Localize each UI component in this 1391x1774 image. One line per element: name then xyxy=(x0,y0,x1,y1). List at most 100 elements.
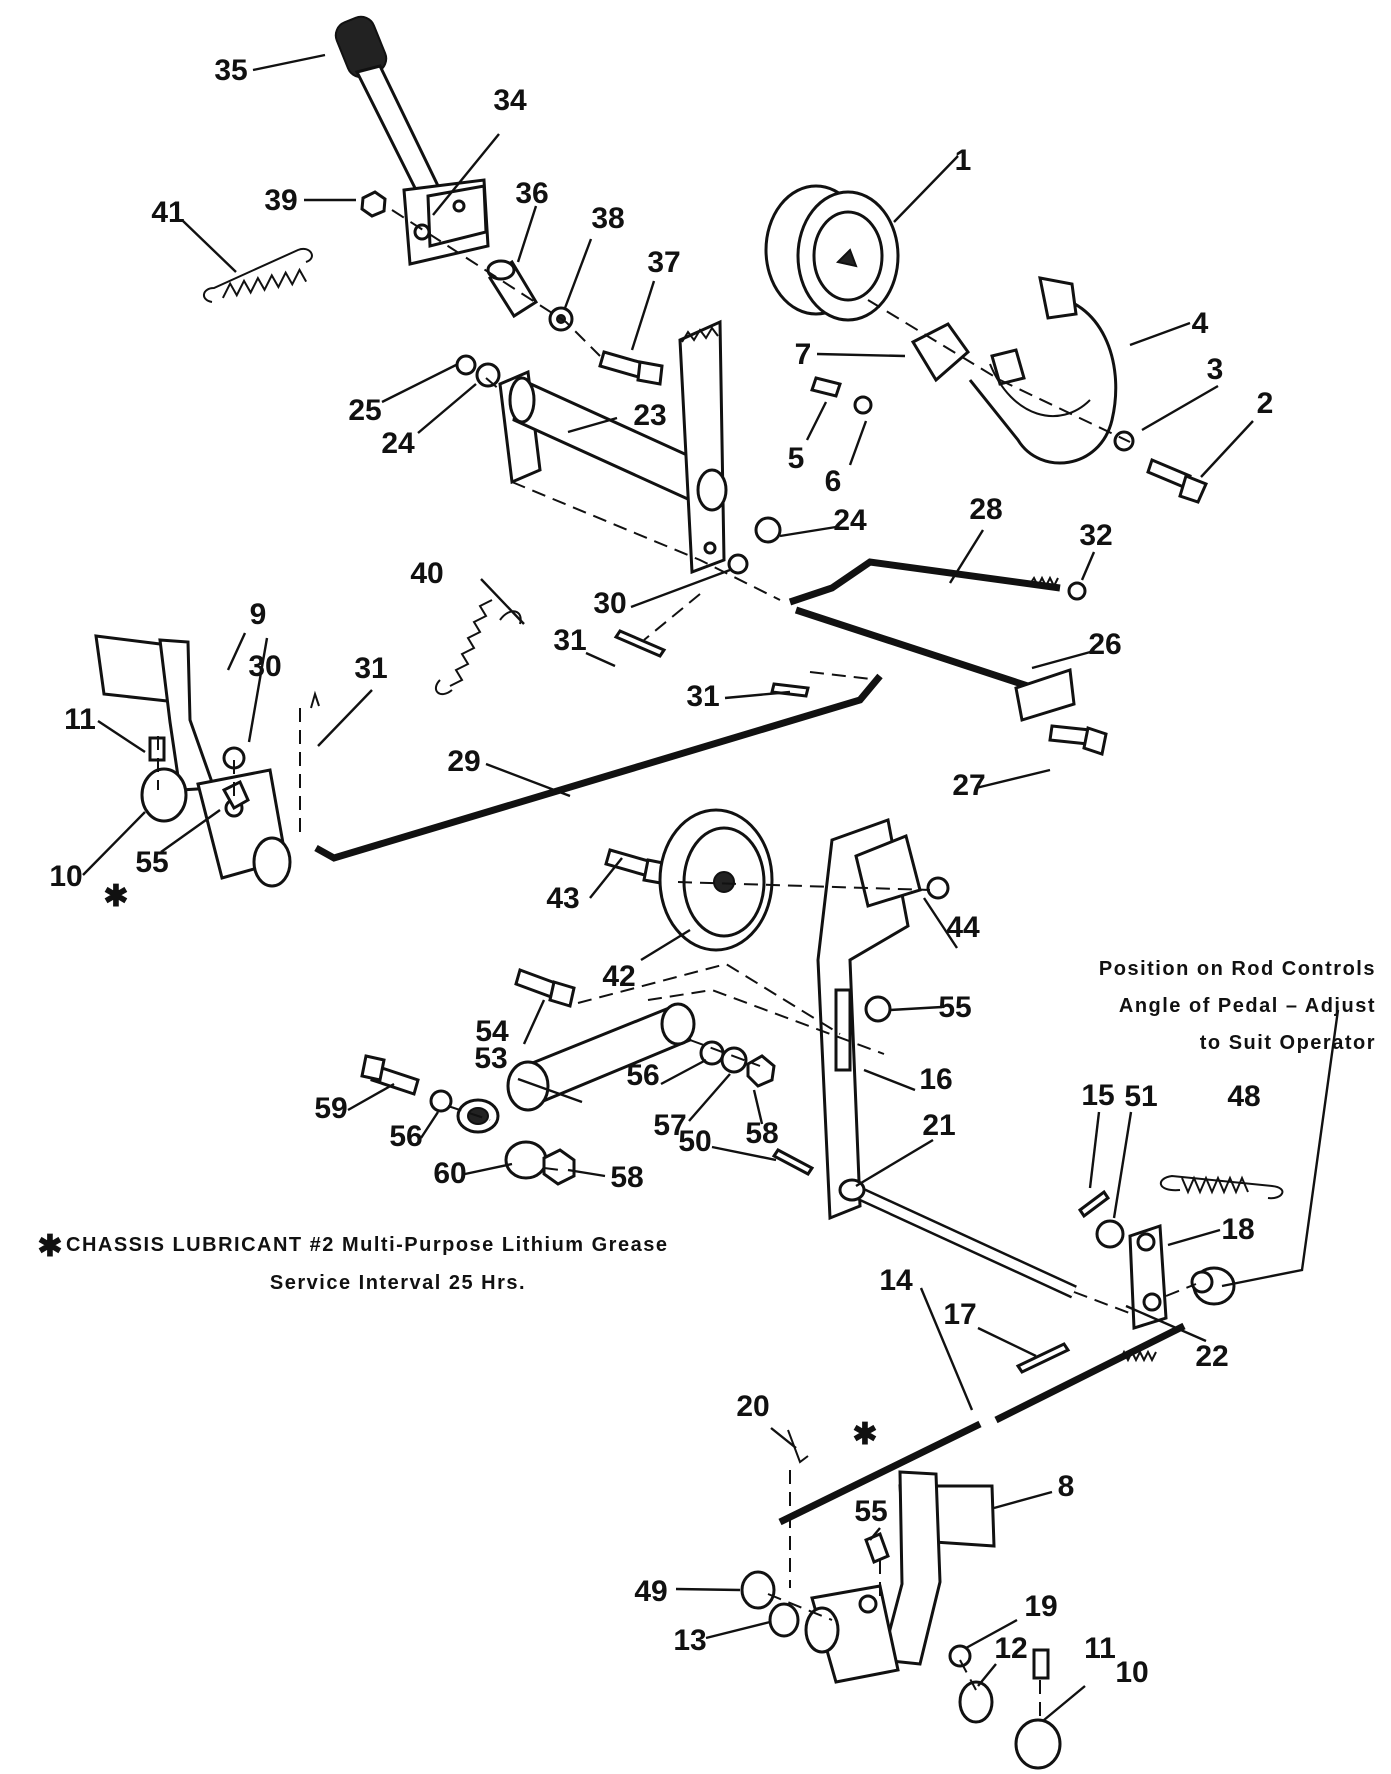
callout-1: 1 xyxy=(955,144,972,177)
callout-55-left: 55 xyxy=(135,846,168,879)
callout-41: 41 xyxy=(151,196,184,229)
centerline-shaft-21 xyxy=(1073,1283,1197,1315)
callout-12: 12 xyxy=(994,1632,1027,1665)
centerline-cross-shaft xyxy=(511,481,781,601)
nut-44 xyxy=(926,876,950,900)
callout-53: 53 xyxy=(474,1042,507,1075)
callout-9: 9 xyxy=(250,598,267,631)
bracket-7 xyxy=(910,322,971,383)
callout-17: 17 xyxy=(943,1298,976,1331)
washer-30 xyxy=(727,553,749,575)
collar-22 xyxy=(1190,1266,1236,1306)
callout-24-upper: 24 xyxy=(381,427,415,460)
spring-48 xyxy=(1160,1174,1284,1200)
note-position-line1: Position on Rod Controls xyxy=(1099,958,1376,980)
note-position-line3: to Suit Operator xyxy=(1200,1032,1376,1054)
lockwasher-57 xyxy=(720,1046,748,1074)
bolt-2 xyxy=(1146,457,1209,504)
callout-58-right: 58 xyxy=(745,1117,778,1150)
washer-56-left xyxy=(429,1089,453,1113)
bushing-24-right xyxy=(754,516,782,544)
note-position-line2: Angle of Pedal – Adjust xyxy=(1119,995,1376,1017)
bolt-27 xyxy=(1048,724,1108,756)
callout-4: 4 xyxy=(1192,307,1209,340)
nut-39 xyxy=(360,190,387,218)
pedal-8 xyxy=(804,1470,996,1684)
callout-21: 21 xyxy=(922,1109,955,1142)
bolt-54 xyxy=(514,968,576,1008)
callout-13: 13 xyxy=(673,1624,706,1657)
callout-50: 50 xyxy=(678,1125,711,1158)
bushing-12 xyxy=(958,1680,994,1724)
cotter-20 xyxy=(787,1429,809,1464)
threaded-rod-14 xyxy=(778,1322,1186,1526)
idler-pulley-42 xyxy=(658,808,774,952)
bushing-24-left xyxy=(475,362,501,388)
pedal-9 xyxy=(94,634,292,888)
callout-11-left: 11 xyxy=(64,703,96,736)
callout-56-left: 56 xyxy=(389,1120,422,1153)
callout-31-center: 31 xyxy=(686,680,719,713)
lubricant-line2: Service Interval 25 Hrs. xyxy=(270,1272,526,1294)
washer-19 xyxy=(948,1644,972,1668)
belt-path-lower xyxy=(647,988,885,1055)
callout-42: 42 xyxy=(602,960,635,993)
callout-55-right: 55 xyxy=(854,1495,887,1528)
pin-31-a xyxy=(613,629,667,658)
lever-18 xyxy=(1128,1223,1168,1331)
callout-54: 54 xyxy=(475,1015,509,1048)
spacer-55 xyxy=(864,995,892,1023)
brake-band-4 xyxy=(968,276,1118,465)
centerline-pins xyxy=(643,593,881,681)
damper-53 xyxy=(456,1002,696,1134)
spring-40 xyxy=(434,599,522,696)
bolt-37 xyxy=(598,350,664,386)
centerline-pulley xyxy=(677,881,931,891)
brake-pedal-assembly xyxy=(334,15,490,266)
callout-10-right: 10 xyxy=(1115,1656,1148,1689)
callout-26: 26 xyxy=(1088,628,1121,661)
callout-18: 18 xyxy=(1221,1213,1254,1246)
callout-36: 36 xyxy=(515,177,548,210)
belt-path-upper xyxy=(577,962,841,1035)
callout-43: 43 xyxy=(546,882,579,915)
shaft-21 xyxy=(838,1178,1077,1299)
lubricant-note: ✱ CHASSIS LUBRICANT #2 Multi-Purpose Lit… xyxy=(37,1230,667,1294)
adjust-note: Position on Rod Controls Angle of Pedal … xyxy=(1099,958,1376,1054)
callout-40: 40 xyxy=(410,557,443,590)
callout-49: 49 xyxy=(634,1575,667,1608)
callout-19: 19 xyxy=(1024,1590,1057,1623)
callout-31-left: 31 xyxy=(553,624,586,657)
centerline-pedal xyxy=(391,209,601,357)
cross-shaft-23 xyxy=(498,319,728,575)
pin-31-c xyxy=(310,690,320,709)
callout-57: 57 xyxy=(653,1109,686,1142)
callout-30-left: 30 xyxy=(248,650,281,683)
collar-10-left xyxy=(140,767,188,823)
pin-50 xyxy=(771,1148,815,1176)
nut-58-left xyxy=(542,1148,576,1186)
washer-51 xyxy=(1095,1219,1125,1249)
centerline-band xyxy=(867,299,1131,443)
nut-32 xyxy=(1067,581,1087,601)
callout-27: 27 xyxy=(952,769,985,802)
spacer-60 xyxy=(504,1140,548,1180)
callout-55-center: 55 xyxy=(938,991,971,1024)
callout-32: 32 xyxy=(1079,519,1112,552)
adjust-note-leader xyxy=(1221,1009,1340,1288)
brake-drum-1 xyxy=(764,184,900,322)
callout-23: 23 xyxy=(633,399,666,432)
callout-15: 15 xyxy=(1081,1079,1114,1112)
asterisk-right: ✱ xyxy=(852,1418,877,1451)
callout-6: 6 xyxy=(825,465,842,498)
part-drawings xyxy=(94,15,1340,1770)
callout-56-right: 56 xyxy=(626,1059,659,1092)
callout-38: 38 xyxy=(591,202,624,235)
callout-20: 20 xyxy=(736,1390,769,1423)
callout-2: 2 xyxy=(1257,387,1274,420)
callout-30-center: 30 xyxy=(593,587,626,620)
centerline-pedal-8 xyxy=(767,1470,1041,1724)
callout-35: 35 xyxy=(214,54,247,87)
callout-10-left: 10 xyxy=(49,860,82,893)
pin-17 xyxy=(1015,1342,1071,1374)
